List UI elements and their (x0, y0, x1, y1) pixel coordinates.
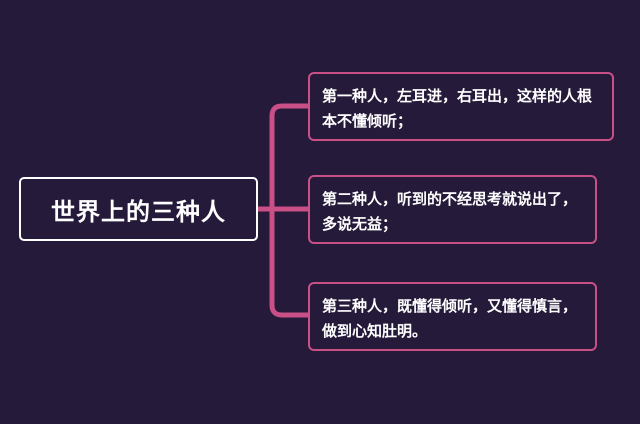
branch-text-2: 第二种人，听到的不经思考就说出了，多说无益； (322, 190, 578, 233)
branch-node-3: 第三种人，既懂得倾听，又懂得慎言，做到心知肚明。 (308, 282, 597, 351)
branch-text-1: 第一种人，左耳进，右耳出，这样的人根本不懂倾听； (322, 87, 593, 130)
branch-node-2: 第二种人，听到的不经思考就说出了，多说无益； (308, 175, 597, 244)
branch-text-3: 第三种人，既懂得倾听，又懂得慎言，做到心知肚明。 (322, 297, 578, 340)
root-node: 世界上的三种人 (19, 177, 258, 241)
root-label: 世界上的三种人 (51, 197, 226, 226)
branch-node-1: 第一种人，左耳进，右耳出，这样的人根本不懂倾听； (308, 72, 614, 141)
